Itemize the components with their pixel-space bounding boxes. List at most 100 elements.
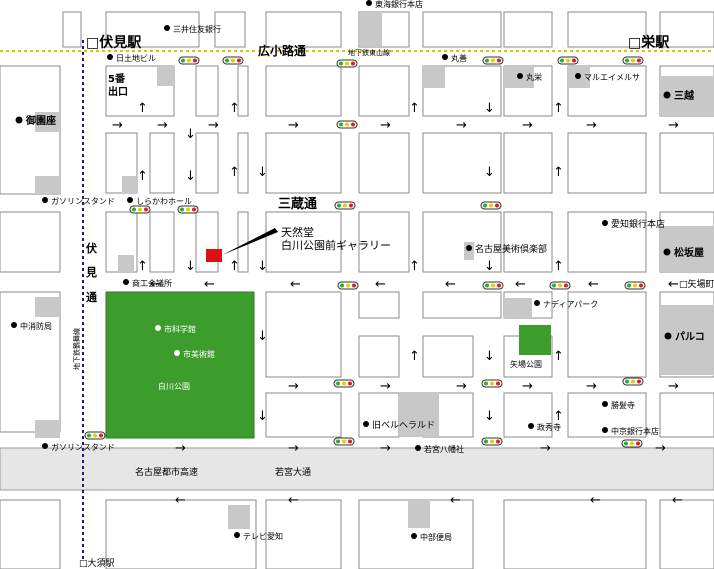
- svg-text:←: ←: [375, 277, 386, 292]
- city-blocks: [0, 11, 714, 569]
- station-osu[interactable]: □大須駅: [79, 557, 115, 569]
- svg-text:↓: ↓: [484, 259, 495, 274]
- yaba-park-label: 矢場公園: [510, 359, 542, 369]
- landmark-misonoza: 御園座: [25, 114, 56, 127]
- landmark-chubu-post: 中部便局: [420, 532, 452, 542]
- svg-text:↑: ↑: [409, 259, 420, 274]
- shirakawa-park-area: [105, 291, 255, 439]
- street-hirokoji: 広小路通: [258, 43, 306, 58]
- gray-buildings: [35, 12, 714, 529]
- svg-text:→: →: [586, 118, 597, 133]
- station-yabacho[interactable]: □矢場町: [679, 278, 714, 290]
- svg-text:→: →: [655, 441, 666, 456]
- yaba-park-area: [519, 325, 551, 355]
- expressway-road: [0, 447, 714, 491]
- svg-text:↓: ↓: [257, 329, 268, 344]
- svg-text:←: ←: [290, 277, 301, 292]
- exit-5-label-2: 出口: [108, 85, 128, 98]
- svg-text:→: →: [522, 379, 533, 394]
- svg-text:→: →: [208, 118, 219, 133]
- landmark-chukyo-bank: 中京銀行本店: [611, 426, 659, 436]
- street-subway-higashiyama: 地下鉄東山線: [348, 48, 390, 57]
- svg-text:←: ←: [668, 277, 679, 292]
- svg-text:→: →: [157, 118, 168, 133]
- svg-text:←: ←: [515, 277, 526, 292]
- landmark-maruzen: 丸善: [451, 53, 467, 63]
- svg-text:←: ←: [672, 493, 683, 508]
- landmark-maruei-melsa: マルエイメルサ: [584, 73, 640, 82]
- landmark-tv-aichi: テレビ愛知: [243, 531, 283, 541]
- svg-text:←: ←: [288, 493, 299, 508]
- landmark-naka-fire: 中消防局: [20, 321, 52, 331]
- landmark-aichi-bank: 愛知銀行本店: [611, 218, 665, 230]
- svg-text:→: →: [380, 441, 391, 456]
- street-expressway: 名古屋都市高速: [135, 466, 198, 478]
- svg-text:↓: ↓: [257, 409, 268, 424]
- svg-text:→: →: [380, 379, 391, 394]
- svg-text:↓: ↓: [185, 169, 196, 184]
- svg-text:→: →: [668, 379, 679, 394]
- destination-name[interactable]: 天然堂: [281, 225, 314, 239]
- svg-text:→: →: [586, 379, 597, 394]
- svg-text:↑: ↑: [409, 349, 420, 364]
- svg-text:←: ←: [590, 493, 601, 508]
- svg-text:↑: ↑: [553, 409, 564, 424]
- svg-text:→: →: [175, 441, 186, 456]
- station-fushimi[interactable]: □伏見駅: [86, 34, 142, 51]
- street-fushimi-2: 見: [85, 266, 97, 279]
- svg-text:↓: ↓: [484, 101, 495, 116]
- svg-text:↓: ↓: [257, 259, 268, 274]
- svg-text:→: →: [288, 379, 299, 394]
- svg-text:←: ←: [445, 277, 456, 292]
- landmark-tokai-bank: 東海銀行本店: [375, 0, 423, 9]
- landmark-chamber: 商工会議所: [132, 278, 172, 288]
- street-tsurumai-subway: 地下鉄鶴舞線: [72, 328, 81, 370]
- traffic-lights: [84, 56, 646, 448]
- svg-text:→: →: [380, 118, 391, 133]
- destination-marker[interactable]: [206, 249, 222, 262]
- svg-text:↑: ↑: [229, 101, 240, 116]
- landmark-matsuzakaya: 松坂屋: [674, 246, 704, 259]
- svg-text:→: →: [668, 118, 679, 133]
- svg-text:→: →: [112, 118, 123, 133]
- landmark-mitsukoshi: 三越: [674, 89, 695, 102]
- destination-pointer: [222, 228, 278, 255]
- street-wakamiya: 若宮大通: [275, 466, 311, 478]
- svg-text:←: ←: [175, 493, 186, 508]
- svg-text:↓: ↓: [484, 349, 495, 364]
- svg-text:↓: ↓: [484, 165, 495, 180]
- exit-5-label-1: 5番: [108, 72, 126, 85]
- svg-text:←: ←: [450, 493, 461, 508]
- landmark-shohatsuji: 勝髪寺: [611, 400, 635, 410]
- landmark-mitsui-sumitomo: 三井住友銀行: [173, 24, 221, 34]
- landmark-shirakawa-hall: しらかわホール: [136, 197, 192, 206]
- svg-text:←: ←: [150, 277, 161, 292]
- landmark-parco: パルコ: [675, 331, 705, 343]
- svg-text:↓: ↓: [185, 127, 196, 142]
- landmark-nagoya-art-club: 名古屋美術倶楽部: [475, 243, 547, 255]
- svg-text:→: →: [288, 441, 299, 456]
- svg-text:↑: ↑: [409, 101, 420, 116]
- svg-text:↓: ↓: [257, 165, 268, 180]
- station-sakae[interactable]: □栄駅: [628, 34, 670, 51]
- landmarks: 東海銀行本店 三井住友銀行 日土地ビル 丸善 丸栄 マルエイメルサ 三越 御園座…: [11, 0, 705, 542]
- landmark-art-museum: 市美術館: [183, 349, 215, 359]
- svg-text:↓: ↓: [484, 409, 495, 424]
- street-mikura: 三蔵通: [278, 196, 317, 212]
- street-fushimi-1: 伏: [86, 241, 97, 255]
- svg-text:↑: ↑: [137, 259, 148, 274]
- svg-text:↑: ↑: [553, 349, 564, 364]
- svg-text:↑: ↑: [229, 165, 240, 180]
- destination-subtitle[interactable]: 白川公園前ギャラリー: [281, 238, 391, 252]
- svg-text:←: ←: [588, 277, 599, 292]
- svg-text:↑: ↑: [137, 101, 148, 116]
- landmark-seishuji: 政秀寺: [537, 422, 561, 432]
- svg-text:→: →: [540, 441, 551, 456]
- landmark-gas-station-1: ガソリンスタンド: [51, 196, 115, 206]
- shirakawa-park-label: 白川公園: [158, 381, 190, 391]
- street-fushimi-3: 通: [86, 291, 97, 304]
- svg-text:←: ←: [204, 277, 215, 292]
- svg-text:↑: ↑: [553, 259, 564, 274]
- svg-text:→: →: [456, 118, 467, 133]
